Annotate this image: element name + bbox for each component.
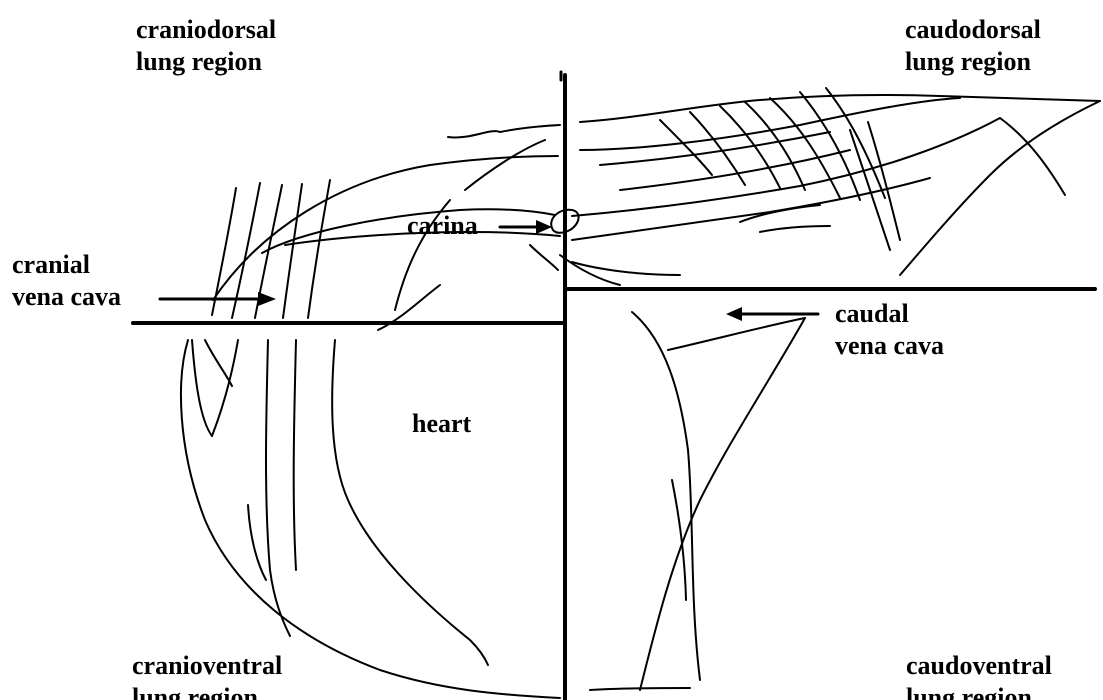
caudoventral-lung-region-label: caudoventral lung region <box>906 650 1052 700</box>
heart-sketch <box>181 285 560 698</box>
carina-label: carina <box>407 210 478 242</box>
cranial-vena-cava-label: cranial vena cava <box>12 249 121 313</box>
caudodorsal-lung-region-label: caudodorsal lung region <box>905 14 1041 78</box>
cranioventral-lung-region-label: cranioventral lung region <box>132 650 282 700</box>
caudal-dorsal-sketch <box>560 88 1100 285</box>
caudal-vena-cava-sketch <box>590 312 805 690</box>
craniodorsal-lung-region-label: craniodorsal lung region <box>136 14 276 78</box>
caudal-vena-cava-label: caudal vena cava <box>835 298 944 362</box>
heart-label: heart <box>412 408 471 440</box>
cranial-dorsal-sketch <box>212 125 560 318</box>
